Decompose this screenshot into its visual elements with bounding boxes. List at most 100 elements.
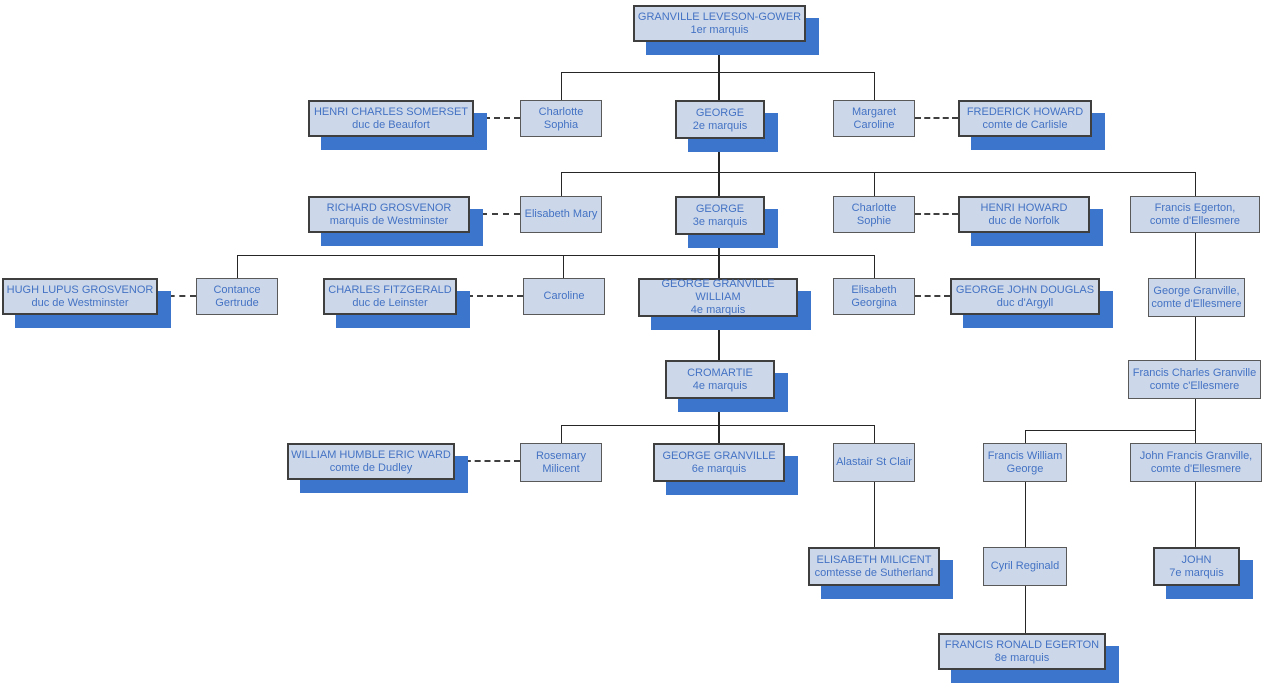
person-name: Charlotte [851, 201, 897, 214]
marriage-connector-line [915, 117, 958, 119]
person-name: GRANVILLE LEVESON-GOWER [637, 10, 802, 23]
tree-connector-line [718, 42, 720, 72]
tree-connector-line [718, 425, 720, 443]
person-name: Contance [213, 283, 261, 296]
person-title: Sophia [543, 118, 579, 131]
cyril-reginald-box[interactable]: Cyril Reginald [983, 547, 1067, 586]
tree-connector-line [237, 255, 238, 278]
person-name: Francis Egerton, [1154, 201, 1236, 214]
tree-connector-line [1195, 317, 1196, 360]
person-name: Elisabeth Mary [524, 208, 598, 220]
caroline-box[interactable]: Caroline [523, 278, 605, 315]
marriage-connector-line [457, 295, 523, 297]
person-name: FRANCIS RONALD EGERTON [944, 638, 1100, 651]
person-name: Margaret [851, 105, 897, 118]
person-title: comte de Carlisle [982, 118, 1068, 131]
person-title: George [1006, 462, 1044, 475]
tree-connector-line [561, 72, 562, 100]
person-name: HENRI HOWARD [980, 201, 1068, 214]
marriage-connector-line [470, 213, 520, 215]
person-name: Alastair St Clair [836, 456, 912, 468]
tree-connector-line [563, 255, 564, 278]
tree-connector-line [1025, 586, 1026, 633]
person-name: CROMARTIE [687, 366, 753, 379]
person-title: Georgina [851, 296, 897, 309]
person-name: CHARLES FITZGERALD [328, 283, 452, 296]
tree-connector-line [718, 172, 720, 196]
person-name: JOHN [1181, 553, 1212, 566]
marriage-connector-line [915, 295, 950, 297]
tree-connector-line [561, 172, 562, 196]
tree-connector-line [874, 255, 875, 278]
tree-connector-line [874, 172, 875, 196]
john-francis-granville-box[interactable]: John Francis Granville,comte d'Ellesmere [1130, 443, 1262, 482]
tree-connector-line [1195, 172, 1196, 196]
tree-connector-line [1195, 399, 1196, 430]
person-title: duc de Beaufort [352, 118, 430, 131]
alastair-st-clair-box[interactable]: Alastair St Clair [833, 443, 915, 482]
tree-connector-line [561, 425, 562, 443]
person-name: Elisabeth [851, 283, 897, 296]
person-title: Milicent [542, 462, 580, 475]
person-title: comte d'Ellesmere [1149, 214, 1241, 227]
person-name: John Francis Granville, [1139, 449, 1253, 462]
person-name: ELISABETH MILICENT [816, 553, 932, 566]
tree-connector-line [718, 317, 720, 360]
tree-connector-line [237, 255, 875, 256]
person-name: George Granville, [1153, 284, 1240, 297]
person-title: duc de Westminster [31, 296, 129, 309]
person-title: 1er marquis [690, 23, 749, 36]
person-title: marquis de Westminster [329, 214, 449, 227]
tree-connector-line [874, 425, 875, 443]
tree-connector-line [874, 482, 875, 547]
person-title: Caroline [853, 118, 895, 131]
person-title: 2e marquis [692, 119, 748, 132]
person-name: Francis William [987, 449, 1063, 462]
person-title: 7e marquis [1169, 566, 1224, 579]
person-name: Francis Charles Granville [1132, 366, 1257, 379]
marriage-connector-line [158, 295, 196, 297]
person-name: WILLIAM HUMBLE ERIC WARD [291, 448, 451, 461]
person-name: GEORGE [695, 106, 745, 119]
person-name: GEORGE JOHN DOUGLAS [955, 283, 1095, 296]
elisabeth-mary-box[interactable]: Elisabeth Mary [520, 196, 602, 233]
george-granville-ellesmere-box[interactable]: George Granville,comte d'Ellesmere [1148, 278, 1245, 317]
person-title: Gertrude [215, 296, 259, 309]
person-name: Cyril Reginald [990, 560, 1060, 572]
person-title: duc de Norfolk [988, 214, 1060, 227]
person-title: 3e marquis [692, 215, 748, 228]
person-title: comte d'Ellesmere [1151, 297, 1242, 310]
tree-connector-line [1025, 430, 1026, 443]
marriage-connector-line [455, 460, 520, 462]
francis-egerton-box[interactable]: Francis Egerton,comte d'Ellesmere [1130, 196, 1260, 233]
person-name: Charlotte [538, 105, 584, 118]
person-title: 6e marquis [691, 462, 747, 475]
tree-connector-line [561, 172, 1196, 173]
tree-connector-line [718, 235, 720, 255]
